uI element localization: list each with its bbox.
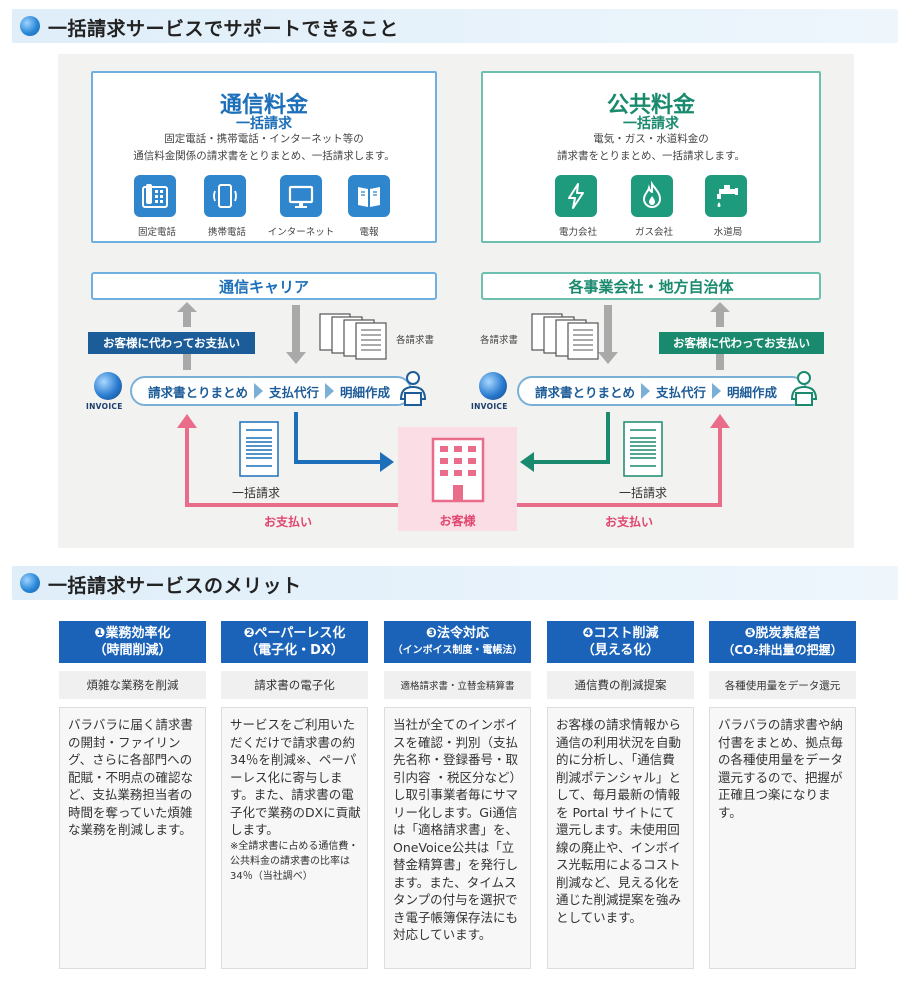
telecom-icon-telegram: 電報 (339, 175, 399, 238)
telecom-icon-landline: 固定電話 (127, 175, 187, 238)
merit-footnote: ※全請求書に占める通信費・公共料金の請求書の比率は34％（当社調べ） (230, 840, 359, 882)
merit-body: サービスをご利用いただくだけで請求書の約34％を削減※、ペーパーレス化に寄与しま… (221, 707, 368, 969)
invoice-logo-text: INVOICE (471, 402, 508, 411)
operator-person-icon (399, 371, 427, 406)
telecom-carrier-bar: 通信キャリア (91, 272, 437, 300)
blue-ball-icon (20, 16, 40, 36)
merit-subheading: 各種使用量をデータ還元 (709, 671, 856, 699)
merit-subheading: 適格請求書・立替金精算書 (384, 671, 531, 699)
merit-card: ❸法令対応（インボイス制度・電帳法） 適格請求書・立替金精算書 当社が全てのイン… (384, 621, 531, 969)
customer-label: お客様 (439, 514, 476, 528)
bills-stack-icon (531, 313, 599, 360)
utility-desc-2: 請求書をとりまとめ、一括請求します。 (557, 150, 745, 162)
utility-box: 公共料金 一括請求 電気・ガス・水道料金の 請求書をとりまとめ、一括請求します。… (481, 71, 821, 243)
utility-consolidated-label: 一括請求 (619, 486, 668, 500)
icon-label: 電報 (359, 227, 379, 238)
telecom-desc-1: 固定電話・携帯電話・インターネット等の (164, 133, 364, 145)
telecom-payment-label: お支払い (264, 515, 313, 529)
flow-step: 請求書とりまとめ (148, 384, 249, 400)
customer-box: お客様 (398, 427, 517, 531)
utility-icon-water: 水道局 (698, 175, 758, 238)
merit-body: バラバラの請求書や納付書をまとめ、拠点毎の各種使用量をデータ還元するので、把握が… (709, 707, 856, 969)
telecom-desc-2: 通信料金関係の請求書をとりまとめ、一括請求します。 (133, 150, 395, 162)
flow-step: 支払代行 (656, 384, 707, 400)
merit-body: 当社が全てのインボイスを確認・判別（支払先名称・登録番号・取引内容 ・税区分など… (384, 707, 531, 969)
telecom-consolidated-label: 一括請求 (232, 486, 281, 500)
telecom-process-flow: 請求書とりまとめ 支払代行 明細作成 (130, 376, 412, 406)
merit-heading: ❹コスト削減（見える化） (547, 621, 694, 663)
utility-icon-gas: ガス会社 (624, 175, 684, 238)
telecom-pay-on-behalf-label: お客様に代わってお支払い (88, 332, 255, 354)
merit-heading: ❷ペーパーレス化（電子化・DX） (221, 621, 368, 663)
telecom-icon-mobile: 携帯電話 (197, 175, 257, 238)
merit-subheading: 請求書の電子化 (221, 671, 368, 699)
invoice-globe-icon (94, 372, 122, 400)
merit-subheading: 通信費の削減提案 (547, 671, 694, 699)
invoice-logo: INVOICE (471, 372, 517, 411)
arrow-right-icon (254, 383, 264, 399)
landline-phone-icon (134, 175, 176, 217)
utility-title: 公共料金 (606, 93, 695, 118)
merit-card: ❶業務効率化（時間削減） 煩雑な業務を削減 バラバラに届く請求書の開封・ファイリ… (59, 621, 206, 969)
merit-body: バラバラに届く請求書の開封・ファイリング、さらに各部門への配賦・不明点の確認など… (59, 707, 206, 969)
icon-label: 電力会社 (558, 227, 597, 238)
office-building-icon (431, 437, 485, 503)
utility-icon-power: 電力会社 (548, 175, 608, 238)
flow-step: 明細作成 (727, 384, 778, 400)
utility-payment-label: お支払い (605, 515, 654, 529)
bills-stack-icon (319, 313, 387, 360)
flow-step: 請求書とりまとめ (535, 384, 636, 400)
icon-label: 水道局 (713, 227, 743, 238)
invoice-globe-icon (479, 372, 507, 400)
icon-label: 携帯電話 (207, 227, 246, 238)
section-title: 一括請求サービスのメリット (48, 575, 302, 597)
invoice-logo: INVOICE (86, 372, 132, 411)
utility-process-flow: 請求書とりまとめ 支払代行 明細作成 (517, 376, 807, 406)
lightning-icon (555, 175, 597, 217)
icon-label: インターネット (267, 227, 335, 238)
section-title: 一括請求サービスでサポートできること (48, 18, 399, 40)
merit-heading: ❶業務効率化（時間削減） (59, 621, 206, 663)
section-header-support: 一括請求サービスでサポートできること (12, 9, 898, 43)
utility-desc-1: 電気・ガス・水道料金の (593, 133, 709, 145)
utility-bills-label: 各請求書 (480, 335, 519, 346)
merit-card: ❷ペーパーレス化（電子化・DX） 請求書の電子化 サービスをご利用いただくだけで… (221, 621, 368, 969)
mobile-phone-icon (204, 175, 246, 217)
merit-card: ❹コスト削減（見える化） 通信費の削減提案 お客様の請求情報から通信の利用状況を… (547, 621, 694, 969)
consolidated-invoice-icon (623, 421, 663, 477)
utility-provider-bar: 各事業会社・地方自治体 (481, 272, 821, 300)
icon-label: 固定電話 (137, 227, 176, 238)
merit-heading: ❺脱炭素経営（CO₂排出量の把握） (709, 621, 856, 663)
merit-body: お客様の請求情報から通信の利用状況を自動的に分析し、「通信費削減ポテンシャル」と… (547, 707, 694, 969)
blue-ball-icon (20, 573, 40, 593)
arrow-right-icon (641, 383, 651, 399)
arrow-right-icon (712, 383, 722, 399)
telecom-box: 通信料金 一括請求 固定電話・携帯電話・インターネット等の 通信料金関係の請求書… (91, 71, 437, 243)
merit-card: ❺脱炭素経営（CO₂排出量の把握） 各種使用量をデータ還元 バラバラの請求書や納… (709, 621, 856, 969)
utility-subtitle: 一括請求 (623, 116, 679, 132)
telecom-bills-label: 各請求書 (396, 335, 435, 346)
section-header-merits: 一括請求サービスのメリット (12, 566, 898, 600)
flow-step: 明細作成 (340, 384, 391, 400)
merit-heading: ❸法令対応（インボイス制度・電帳法） (384, 621, 531, 663)
flame-icon (631, 175, 673, 217)
operator-person-icon (790, 371, 818, 406)
icon-label: ガス会社 (634, 227, 673, 238)
monitor-icon (280, 175, 322, 217)
invoice-logo-text: INVOICE (86, 402, 123, 411)
flow-step: 支払代行 (269, 384, 320, 400)
telegram-card-icon (348, 175, 390, 217)
consolidated-invoice-icon (239, 421, 279, 477)
faucet-icon (705, 175, 747, 217)
telecom-title: 通信料金 (219, 93, 308, 118)
telecom-subtitle: 一括請求 (236, 116, 292, 132)
merit-subheading: 煩雑な業務を削減 (59, 671, 206, 699)
arrow-right-icon (325, 383, 335, 399)
telecom-icon-internet: インターネット (261, 175, 341, 238)
utility-pay-on-behalf-label: お客様に代わってお支払い (659, 332, 824, 354)
